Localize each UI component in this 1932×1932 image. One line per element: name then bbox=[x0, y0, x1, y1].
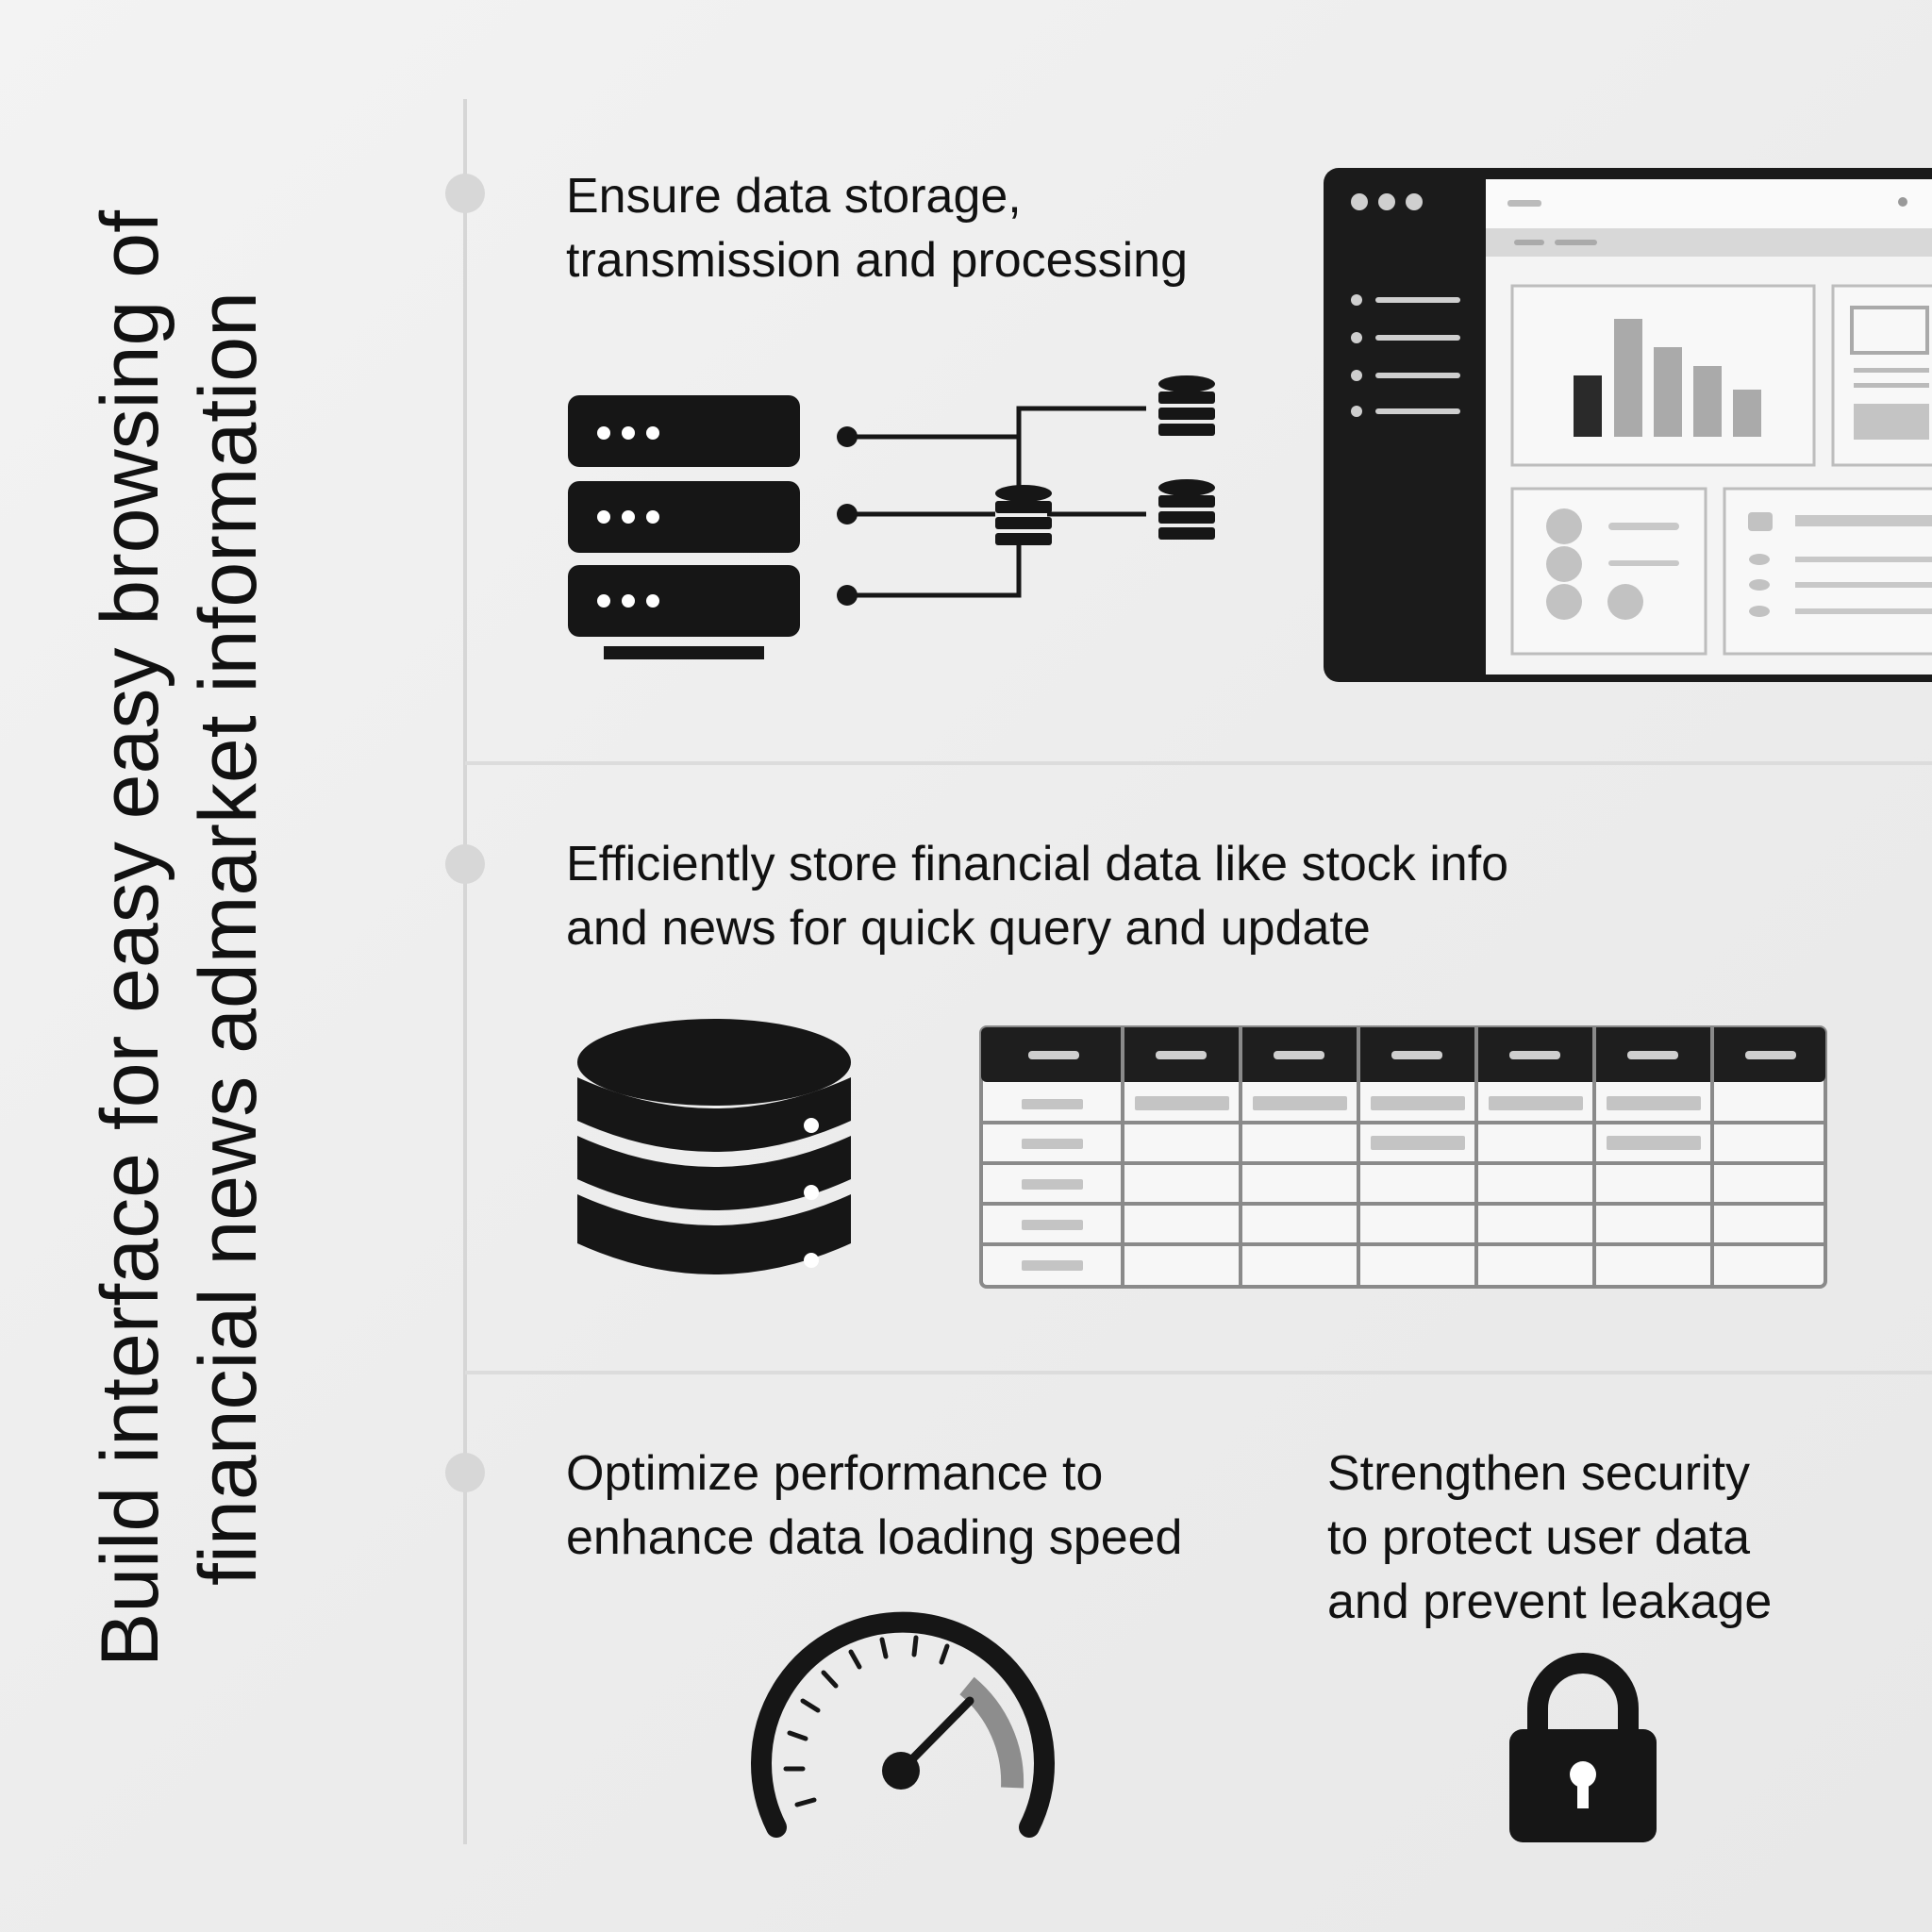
timeline-dot-2 bbox=[445, 844, 485, 884]
title-line-2: financial news admarket information bbox=[183, 291, 274, 1586]
server-rack-icon bbox=[568, 395, 800, 659]
dashboard-window-icon bbox=[1324, 168, 1932, 682]
timeline-dot-3 bbox=[445, 1453, 485, 1492]
section-4-line-1: Strengthen security bbox=[1327, 1446, 1751, 1501]
section-4-line-3: and prevent leakage bbox=[1327, 1574, 1773, 1629]
section-4-text: Strengthen security to protect user data… bbox=[1327, 1441, 1772, 1634]
section-divider-2 bbox=[465, 1371, 1932, 1374]
section-1-line-1: Ensure data storage, bbox=[566, 169, 1022, 224]
timeline-line bbox=[463, 99, 467, 1844]
section-2-line-2: and news for quick query and update bbox=[566, 901, 1371, 956]
speedometer-icon bbox=[751, 1611, 1055, 1838]
section-divider-1 bbox=[465, 761, 1932, 765]
timeline-dot-1 bbox=[445, 174, 485, 213]
data-table-icon bbox=[979, 1025, 1827, 1289]
section-4-line-2: to protect user data bbox=[1327, 1510, 1751, 1565]
padlock-icon bbox=[1509, 1653, 1657, 1842]
vertical-title: Build interface for easy easy browsing o… bbox=[38, 113, 321, 1764]
title-line-1: Build interface for easy easy browsing o… bbox=[85, 210, 175, 1668]
section-2-text: Efficiently store financial data like st… bbox=[566, 832, 1508, 960]
database-icon bbox=[577, 1019, 851, 1274]
section-3-line-1: Optimize performance to bbox=[566, 1446, 1104, 1501]
section-1-text: Ensure data storage, transmission and pr… bbox=[566, 164, 1188, 292]
section-1-line-2: transmission and processing bbox=[566, 233, 1188, 288]
section-2-line-1: Efficiently store financial data like st… bbox=[566, 837, 1509, 891]
section-3-text: Optimize performance to enhance data loa… bbox=[566, 1441, 1182, 1570]
database-network-icon bbox=[837, 375, 1215, 606]
title-text: Build interface for easy easy browsing o… bbox=[81, 113, 277, 1764]
section-3-line-2: enhance data loading speed bbox=[566, 1510, 1183, 1565]
